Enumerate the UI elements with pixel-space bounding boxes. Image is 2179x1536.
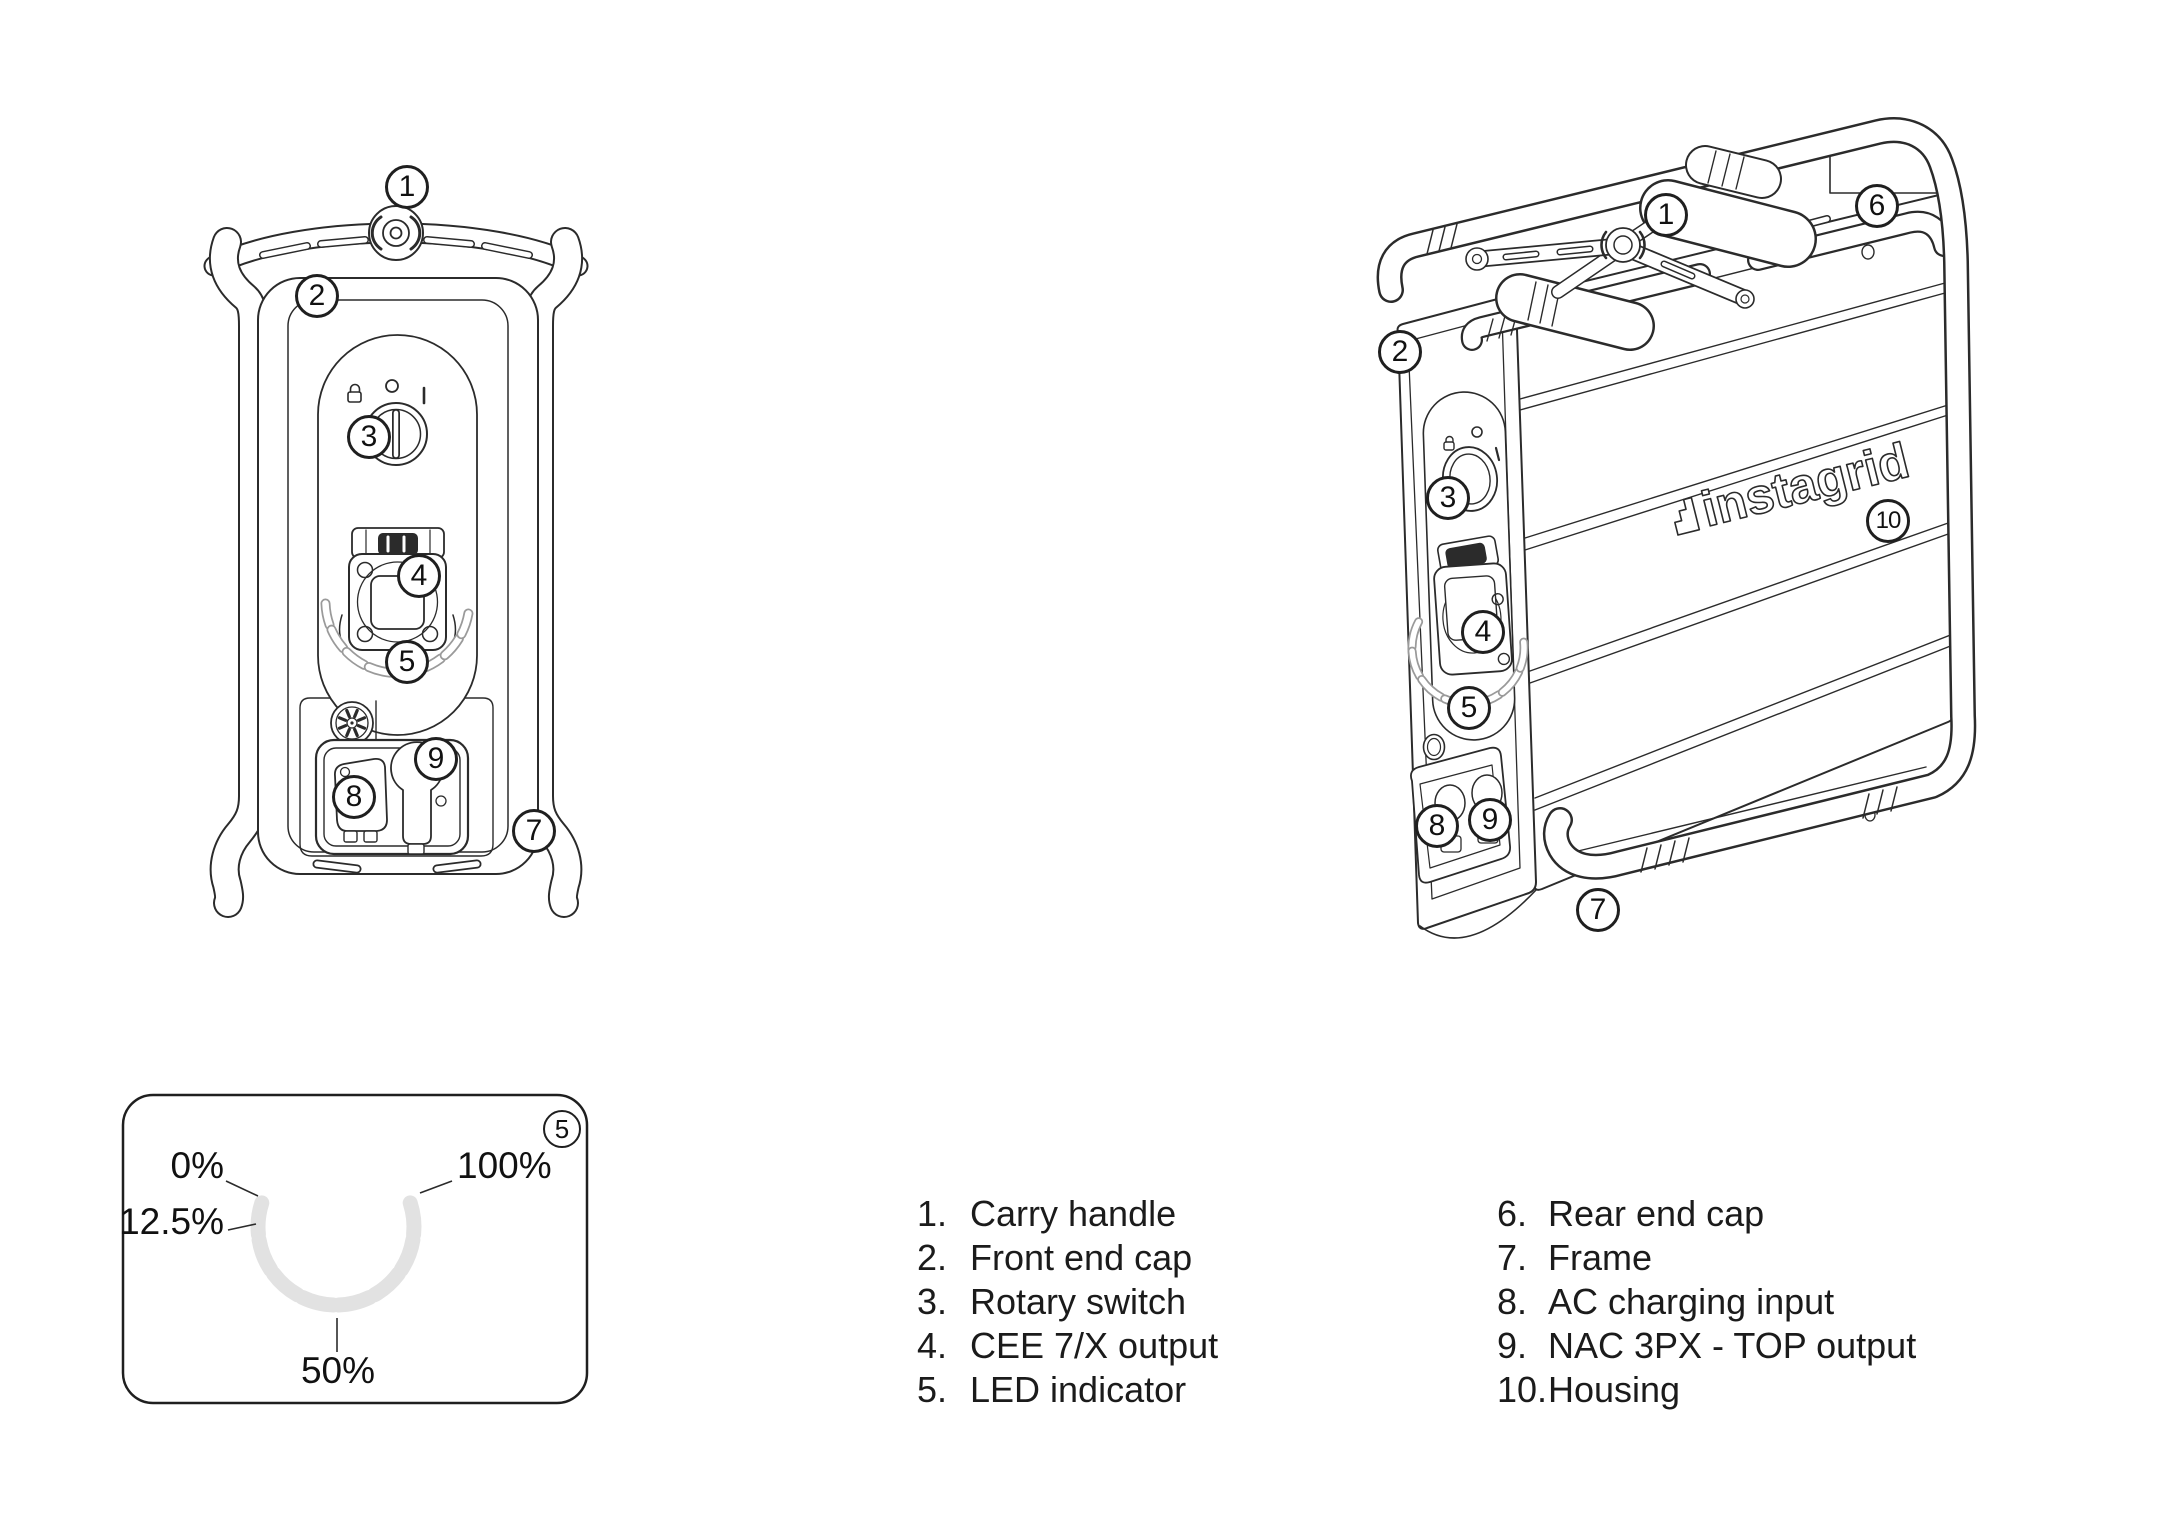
- legend-num: 7.: [1497, 1237, 1528, 1278]
- legend-num: 2.: [917, 1237, 948, 1278]
- cee-latch: [378, 533, 418, 555]
- legend-item-cee-output: 4. CEE 7/X output: [917, 1324, 1218, 1368]
- legend-item-front-end-cap: 2. Front end cap: [917, 1236, 1218, 1280]
- callout-rotary-switch-pv: 3: [1426, 476, 1470, 520]
- legend-item-frame: 7. Frame: [1497, 1236, 1916, 1280]
- callout-cee-output: 4: [397, 554, 441, 598]
- legend-label: Frame: [1548, 1237, 1653, 1278]
- callout-ac-input: 8: [332, 775, 376, 819]
- legend-num: 4.: [917, 1325, 948, 1366]
- frame-near-rail: [1390, 130, 1964, 872]
- aux-round-connector-front: [330, 701, 374, 745]
- bottom-band-slots: [312, 859, 482, 874]
- rotary-mark-standby: [385, 379, 399, 393]
- callout-frame: 7: [512, 809, 556, 853]
- callout-cee-output-pv: 4: [1461, 610, 1505, 654]
- legend-item-rear-end-cap: 6. Rear end cap: [1497, 1192, 1916, 1236]
- lock-icon: [1443, 435, 1455, 451]
- housing: instagrid: [1511, 192, 1962, 891]
- legend-item-housing: 10.Housing: [1497, 1368, 1916, 1412]
- legend-num: 8.: [1497, 1281, 1528, 1322]
- perspective-view-diagram: instagrid: [1390, 130, 1964, 939]
- callout-frame-pv: 7: [1576, 888, 1620, 932]
- legend-num: 10.: [1497, 1369, 1548, 1410]
- callout-carry-handle: 1: [385, 165, 429, 209]
- led-label-0: 0%: [170, 1145, 224, 1186]
- carry-handle-perspective: [1465, 145, 1817, 351]
- aux-round-connector-perspective: [1422, 733, 1446, 761]
- legend-label: LED indicator: [970, 1369, 1187, 1410]
- legend-item-carry-handle: 1. Carry handle: [917, 1192, 1218, 1236]
- callout-front-end-cap-pv: 2: [1378, 330, 1422, 374]
- front-view-diagram: [214, 205, 578, 903]
- legend-label: Rear end cap: [1548, 1193, 1765, 1234]
- led-label-100: 100%: [457, 1145, 552, 1186]
- callout-rotary-switch: 3: [347, 415, 391, 459]
- lower-panel-seam: [299, 697, 494, 857]
- legend-item-rotary-switch: 3. Rotary switch: [917, 1280, 1218, 1324]
- callout-nac-output: 9: [414, 737, 458, 781]
- callout-ac-input-pv: 8: [1415, 804, 1459, 848]
- legend-num: 5.: [917, 1369, 948, 1410]
- legend-item-nac-output: 9. NAC 3PX - TOP output: [1497, 1324, 1916, 1368]
- housing-ribs: [1516, 219, 1954, 811]
- instagrid-step-icon: [1674, 496, 1701, 536]
- lock-icon: [347, 383, 362, 403]
- carry-handle-front: [214, 205, 578, 266]
- legend-label: Carry handle: [970, 1193, 1177, 1234]
- callout-led-panel: 5: [543, 1110, 581, 1148]
- legend-item-ac-charging-input: 8. AC charging input: [1497, 1280, 1916, 1324]
- led-label-leaders: [225, 1180, 453, 1352]
- rotary-mark-on: [1494, 446, 1501, 462]
- callout-led-indicator-pv: 5: [1447, 686, 1491, 730]
- cee-output-front: [338, 527, 457, 657]
- led-detail-panel: [121, 1093, 589, 1405]
- callout-carry-handle-pv: 1: [1644, 193, 1688, 237]
- legend-label: Rotary switch: [970, 1281, 1187, 1322]
- led-label-50: 50%: [300, 1350, 376, 1391]
- callout-nac-output-pv: 9: [1468, 798, 1512, 842]
- legend-label: Front end cap: [970, 1237, 1193, 1278]
- legend-label: Housing: [1548, 1369, 1681, 1410]
- callout-housing: 10: [1866, 499, 1910, 543]
- legend-num: 1.: [917, 1193, 948, 1234]
- legend-column-1: 1. Carry handle 2. Front end cap 3. Rotary …: [917, 1192, 1218, 1412]
- legend-num: 9.: [1497, 1325, 1528, 1366]
- led-segment-arc: [250, 1195, 422, 1313]
- legend-item-led-indicator: 5. LED indicator: [917, 1368, 1218, 1412]
- legend-num: 6.: [1497, 1193, 1528, 1234]
- led-label-12-5: 12.5%: [119, 1201, 224, 1242]
- callout-led-indicator: 5: [385, 640, 429, 684]
- callout-front-end-cap: 2: [295, 274, 339, 318]
- legend-label: NAC 3PX - TOP output: [1548, 1325, 1917, 1366]
- legend-column-2: 6. Rear end cap 7. Frame 8. AC charging inp…: [1497, 1192, 1916, 1412]
- legend-label: AC charging input: [1548, 1281, 1835, 1322]
- callout-rear-end-cap: 6: [1855, 184, 1899, 228]
- legend-label: CEE 7/X output: [970, 1325, 1219, 1366]
- legend-num: 3.: [917, 1281, 948, 1322]
